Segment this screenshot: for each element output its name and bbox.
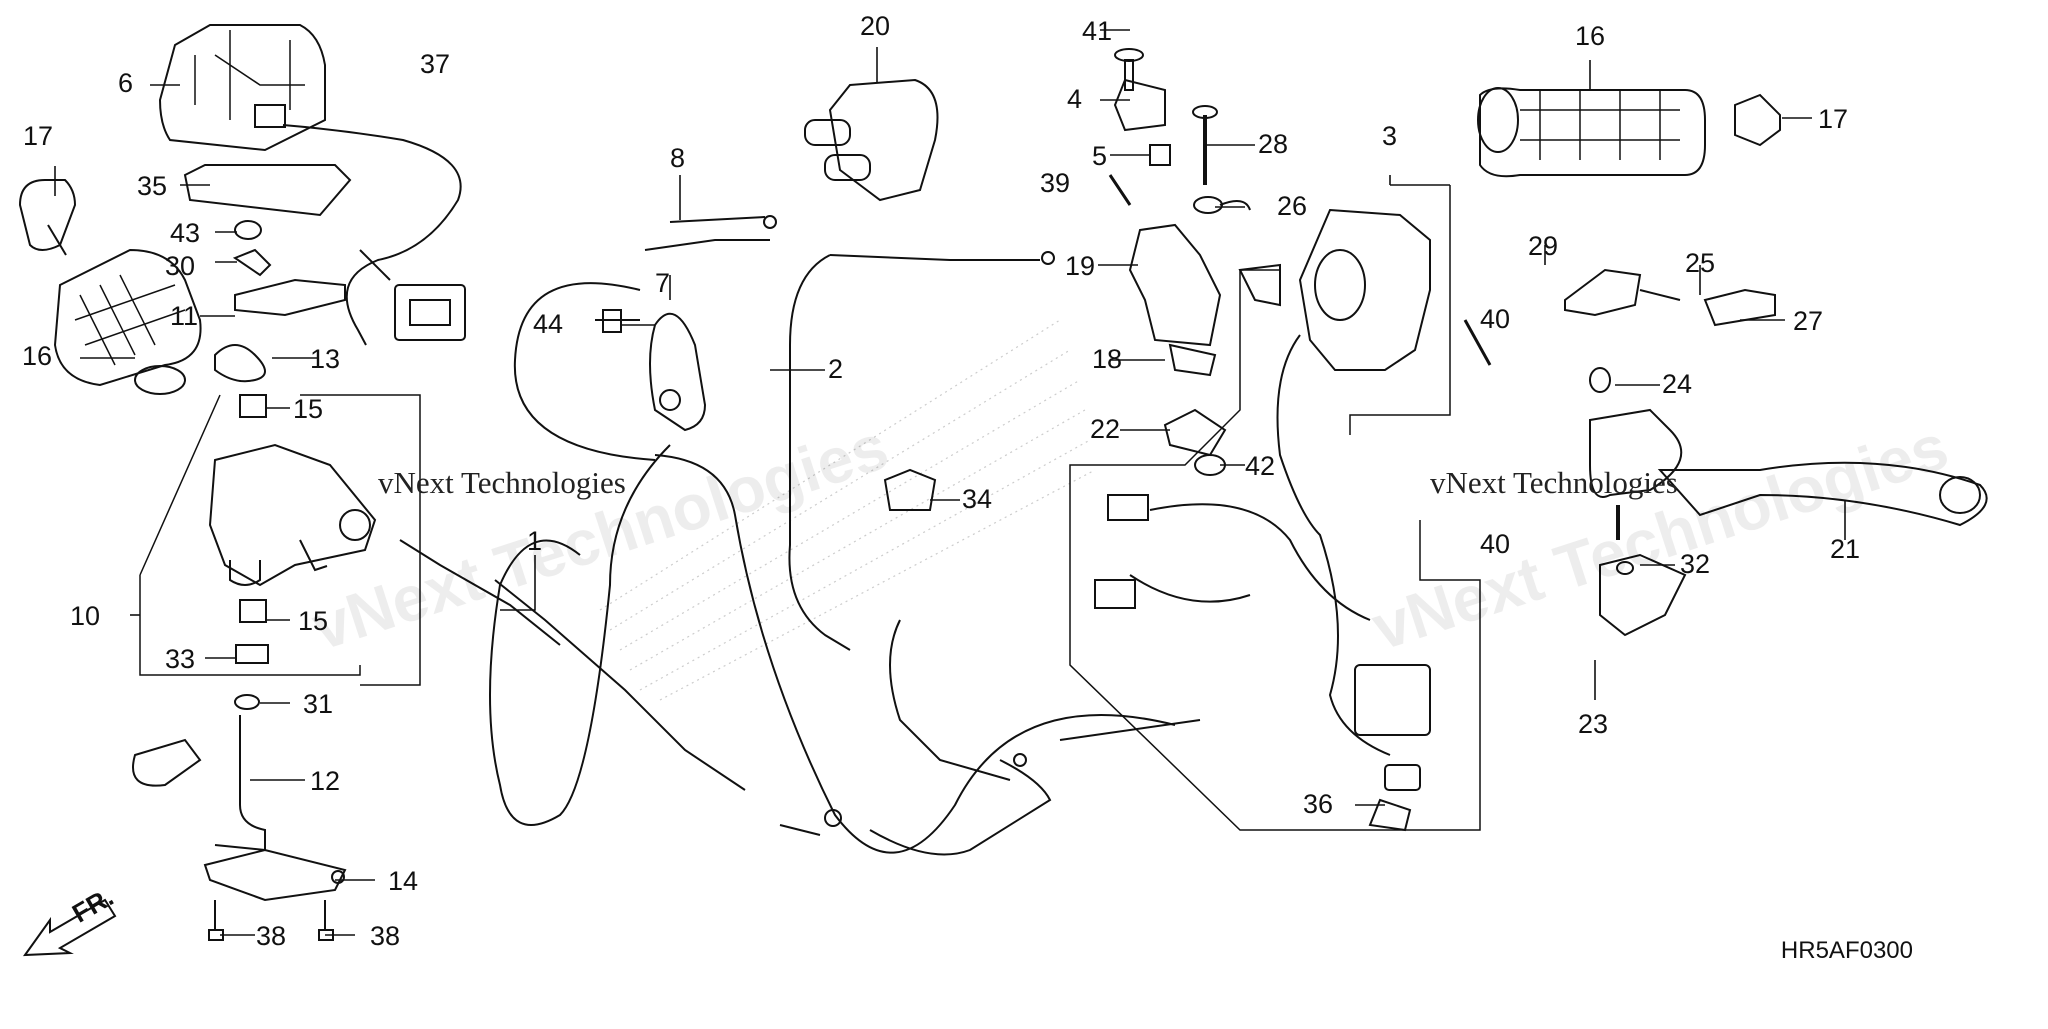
left-grip-16	[53, 248, 202, 387]
callout-20: 20	[860, 11, 890, 41]
cables	[399, 215, 1201, 856]
callout-40-top: 40	[1480, 304, 1510, 334]
callout-44: 44	[533, 309, 563, 339]
grip-end-17-left	[18, 179, 77, 251]
collar-15-top	[239, 394, 267, 418]
center-parts	[1108, 48, 1251, 476]
callout-12: 12	[310, 766, 340, 796]
callout-38-right: 38	[370, 921, 400, 951]
callout-11: 11	[170, 301, 198, 331]
small-parts-left	[132, 220, 347, 941]
callout-10: 10	[70, 601, 100, 631]
callout-32: 32	[1680, 549, 1710, 579]
leader-lines	[54, 29, 1846, 936]
callout-6: 6	[118, 68, 133, 98]
callout-labels: 6 37 17 35 43 30 11 16 13 15 10 15 33 31…	[22, 11, 1860, 951]
callout-27: 27	[1793, 306, 1823, 336]
callout-15-top: 15	[293, 394, 323, 424]
callout-24: 24	[1662, 369, 1692, 399]
callout-21: 21	[1830, 534, 1860, 564]
right-grip-group	[1477, 87, 1781, 178]
callout-1: 1	[527, 526, 542, 556]
callout-41: 41	[1082, 16, 1112, 46]
callout-3: 3	[1382, 121, 1397, 151]
diagram-code: HR5AF0300	[1780, 937, 1913, 964]
callout-4: 4	[1067, 84, 1082, 114]
callout-5: 5	[1092, 141, 1107, 171]
callout-34: 34	[962, 484, 992, 514]
callout-18: 18	[1092, 344, 1122, 374]
callout-29: 29	[1528, 231, 1558, 261]
throttle-housing-10	[139, 394, 421, 686]
bracket-7	[595, 309, 707, 432]
callout-39: 39	[1040, 168, 1070, 198]
callout-30: 30	[165, 251, 195, 281]
callout-7: 7	[655, 268, 670, 298]
callout-17-left: 17	[23, 121, 53, 151]
callout-31: 31	[303, 689, 333, 719]
ignition-coil-20	[804, 78, 939, 202]
callout-22: 22	[1090, 414, 1120, 444]
clip-34	[883, 468, 937, 511]
callout-16-left: 16	[22, 341, 52, 371]
callout-17-right: 17	[1818, 104, 1848, 134]
brake-lever-21	[1463, 268, 1988, 637]
callout-15-bottom: 15	[298, 606, 328, 636]
watermark-text-left: vNext Technologies	[378, 465, 626, 500]
callout-2: 2	[828, 354, 843, 384]
left-grip-group	[18, 179, 202, 395]
box-3-outline	[1069, 185, 1481, 831]
background-wing-logo	[599, 319, 1096, 701]
box-10	[139, 394, 421, 686]
callout-36: 36	[1303, 789, 1333, 819]
front-arrow-icon	[22, 898, 117, 957]
right-switch-3	[1069, 184, 1481, 832]
callout-23: 23	[1578, 709, 1608, 739]
callout-40-bottom: 40	[1480, 529, 1510, 559]
callout-19: 19	[1065, 251, 1095, 281]
callout-33: 33	[165, 644, 195, 674]
callout-26: 26	[1277, 191, 1307, 221]
callout-28: 28	[1258, 129, 1288, 159]
callout-42: 42	[1245, 451, 1275, 481]
callout-37: 37	[420, 49, 450, 79]
callout-43: 43	[170, 218, 200, 248]
switch-housing-6	[158, 24, 466, 346]
callout-38-left: 38	[256, 921, 286, 951]
callout-14: 14	[388, 866, 418, 896]
callout-35: 35	[137, 171, 167, 201]
callout-16-right: 16	[1575, 21, 1605, 51]
callout-25: 25	[1685, 248, 1715, 278]
callout-13: 13	[310, 344, 340, 374]
callout-8: 8	[670, 143, 685, 173]
watermark-text-right: vNext Technologies	[1430, 465, 1678, 500]
